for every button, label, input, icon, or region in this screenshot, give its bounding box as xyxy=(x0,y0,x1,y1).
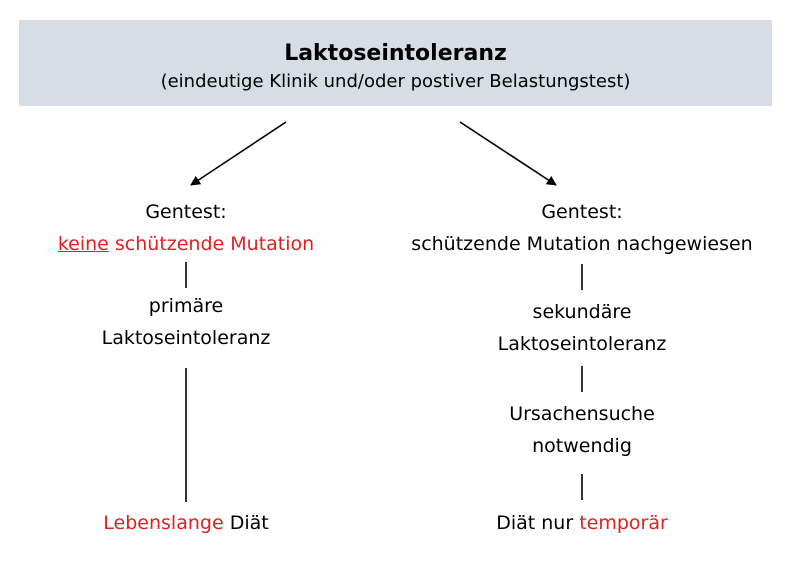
right-search-line2: notwendig xyxy=(532,435,632,457)
left-result-keine: keine xyxy=(57,233,109,255)
right-type-line2: Laktoseintoleranz xyxy=(497,333,667,355)
header-title: Laktoseintoleranz xyxy=(284,41,507,66)
right-search-line1: Ursachensuche xyxy=(509,403,655,425)
right-therapy-red: temporär xyxy=(579,512,668,534)
left-type-node: primäre Laktoseintoleranz xyxy=(36,290,336,354)
right-type-node: sekundäre Laktoseintoleranz xyxy=(432,296,732,360)
header-box: Laktoseintoleranz (eindeutige Klinik und… xyxy=(19,20,772,106)
right-therapy-node: Diät nur temporär xyxy=(432,507,732,539)
left-result-rest: schützende Mutation xyxy=(108,233,315,255)
left-gentest-node: Gentest: keine schützende Mutation xyxy=(36,196,336,260)
right-type-line1: sekundäre xyxy=(532,301,632,323)
right-gentest-label: Gentest: xyxy=(541,201,623,223)
header-subtitle: (eindeutige Klinik und/oder postiver Bel… xyxy=(160,71,631,92)
right-search-node: Ursachensuche notwendig xyxy=(432,398,732,462)
right-gentest-node: Gentest: schützende Mutation nachgewiese… xyxy=(392,196,772,260)
arrow-left xyxy=(190,121,287,186)
left-therapy-node: Lebenslange Diät xyxy=(36,507,336,539)
left-therapy-rest: Diät xyxy=(223,512,269,534)
left-type-line2: Laktoseintoleranz xyxy=(101,327,271,349)
arrow-right xyxy=(459,121,557,186)
right-therapy-prefix: Diät nur xyxy=(496,512,580,534)
left-gentest-label: Gentest: xyxy=(145,201,227,223)
left-type-line1: primäre xyxy=(148,295,224,317)
left-gentest-result: keine schützende Mutation xyxy=(36,228,336,260)
left-therapy-red: Lebenslange xyxy=(103,512,224,534)
right-gentest-result: schützende Mutation nachgewiesen xyxy=(411,233,753,255)
